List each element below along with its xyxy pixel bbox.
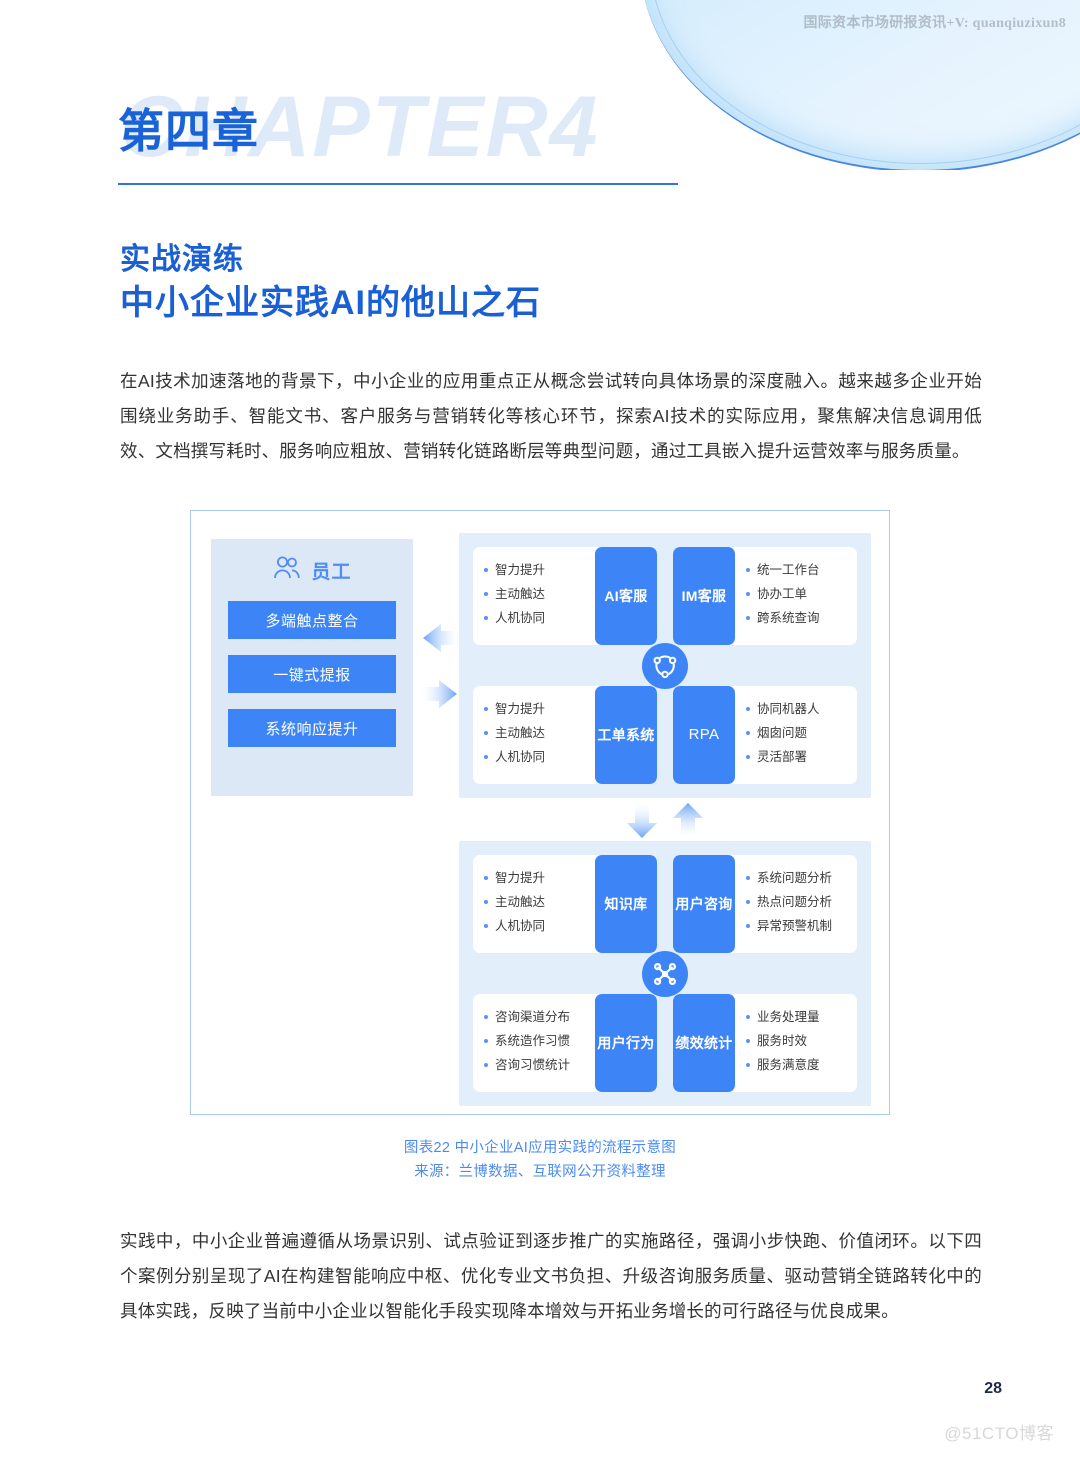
bullet-item: 异常预警机制	[745, 914, 851, 938]
flow-diagram: 员工 多端触点整合 一键式提报 系统响应提升	[191, 511, 891, 1116]
bullet-item: 主动触达	[483, 721, 589, 745]
group-a-row-bottom: 智力提升 主动触达 人机协同 工单系统 RPA 协同机器人 烟囱问题 灵活部署	[473, 686, 857, 784]
bullet-item: 智力提升	[483, 558, 589, 582]
figure-container: 员工 多端触点整合 一键式提报 系统响应提升	[190, 510, 890, 1115]
bullet-item: 烟囱问题	[745, 721, 851, 745]
card-tile-label: AI客服	[595, 547, 657, 645]
group-a-row-top: 智力提升 主动触达 人机协同 AI客服 IM客服 统一工作台 协办工单 跨系统查…	[473, 547, 857, 645]
bullet-item: 服务时效	[745, 1029, 851, 1053]
bullet-item: 智力提升	[483, 866, 589, 890]
group-b-row-bottom: 咨询渠道分布 系统造作习惯 咨询习惯统计 用户行为 绩效统计 业务处理量 服务时…	[473, 994, 857, 1092]
card-bullets: 业务处理量 服务时效 服务满意度	[735, 994, 857, 1092]
card-ai-service[interactable]: 智力提升 主动触达 人机协同 AI客服	[473, 547, 657, 645]
chapter-label: 第四章	[118, 105, 259, 157]
bullet-item: 主动触达	[483, 890, 589, 914]
left-exchange-arrows	[417, 619, 463, 723]
bullet-item: 人机协同	[483, 745, 589, 769]
figure-caption-title: 图表22 中小企业AI应用实践的流程示意图	[403, 1140, 677, 1156]
employee-button-0[interactable]: 多端触点整合	[228, 601, 396, 639]
chapter-header: CHAPTER4 第四章	[118, 79, 678, 196]
bullet-item: 协同机器人	[745, 697, 851, 721]
vertical-flow-arrows	[609, 801, 721, 841]
card-tile-label: RPA	[673, 686, 735, 784]
card-ticket-system[interactable]: 智力提升 主动触达 人机协同 工单系统	[473, 686, 657, 784]
share-nodes-icon	[642, 643, 688, 689]
arrow-left-icon	[423, 624, 459, 652]
card-rpa[interactable]: RPA 协同机器人 烟囱问题 灵活部署	[673, 686, 857, 784]
bullet-item: 跨系统查询	[745, 606, 851, 630]
arrow-right-icon	[421, 680, 457, 708]
chapter-divider	[118, 183, 678, 185]
bullet-item: 智力提升	[483, 697, 589, 721]
intro-paragraph: 在AI技术加速落地的背景下，中小企业的应用重点正从概念尝试转向具体场景的深度融入…	[120, 371, 982, 461]
chapter-ghost-text: CHAPTER4	[120, 79, 600, 175]
bullet-item: 业务处理量	[745, 1005, 851, 1029]
bullet-item: 人机协同	[483, 606, 589, 630]
group-panel-b: 智力提升 主动触达 人机协同 知识库 用户咨询 系统问题分析 热点问题分析 异常…	[459, 841, 871, 1106]
group-panel-a: 智力提升 主动触达 人机协同 AI客服 IM客服 统一工作台 协办工单 跨系统查…	[459, 533, 871, 798]
watermark-top: 国际资本市场研报资讯+V: quanqiuzixun8	[803, 16, 1066, 31]
bullet-item: 协办工单	[745, 582, 851, 606]
card-user-behavior[interactable]: 咨询渠道分布 系统造作习惯 咨询习惯统计 用户行为	[473, 994, 657, 1092]
card-bullets: 咨询渠道分布 系统造作习惯 咨询习惯统计	[473, 994, 595, 1092]
outro-paragraph: 实践中，中小企业普遍遵循从场景识别、试点验证到逐步推广的实施路径，强调小步快跑、…	[120, 1231, 982, 1321]
bullet-item: 服务满意度	[745, 1053, 851, 1077]
card-tile-label: 用户咨询	[673, 855, 735, 953]
card-tile-label: 工单系统	[595, 686, 657, 784]
employee-panel: 员工 多端触点整合 一键式提报 系统响应提升	[211, 539, 413, 796]
bullet-item: 人机协同	[483, 914, 589, 938]
card-tile-label: 知识库	[595, 855, 657, 953]
figure-caption-source: 来源：兰博数据、互联网公开资料整理	[414, 1164, 666, 1180]
card-tile-label: 用户行为	[595, 994, 657, 1092]
card-bullets: 智力提升 主动触达 人机协同	[473, 855, 595, 953]
card-performance-stats[interactable]: 绩效统计 业务处理量 服务时效 服务满意度	[673, 994, 857, 1092]
bullet-item: 统一工作台	[745, 558, 851, 582]
card-im-service[interactable]: IM客服 统一工作台 协办工单 跨系统查询	[673, 547, 857, 645]
card-knowledge-base[interactable]: 智力提升 主动触达 人机协同 知识库	[473, 855, 657, 953]
bullet-item: 系统问题分析	[745, 866, 851, 890]
card-tile-label: 绩效统计	[673, 994, 735, 1092]
group-b-row-top: 智力提升 主动触达 人机协同 知识库 用户咨询 系统问题分析 热点问题分析 异常…	[473, 855, 857, 953]
people-icon	[272, 555, 302, 586]
watermark-bottom: @51CTO博客	[944, 1424, 1054, 1443]
employee-header: 员工	[211, 539, 413, 601]
arrow-down-icon	[627, 803, 657, 838]
card-user-consultation[interactable]: 用户咨询 系统问题分析 热点问题分析 异常预警机制	[673, 855, 857, 953]
bullet-item: 热点问题分析	[745, 890, 851, 914]
page-title-line1: 实战演练	[120, 243, 244, 276]
bullet-item: 主动触达	[483, 582, 589, 606]
employee-button-1[interactable]: 一键式提报	[228, 655, 396, 693]
bullet-item: 咨询渠道分布	[483, 1005, 589, 1029]
card-tile-label: IM客服	[673, 547, 735, 645]
figure-caption: 图表22 中小企业AI应用实践的流程示意图 来源：兰博数据、互联网公开资料整理	[190, 1136, 890, 1184]
page-title: 实战演练 中小企业实践AI的他山之石	[120, 240, 541, 326]
card-bullets: 统一工作台 协办工单 跨系统查询	[735, 547, 857, 645]
page-title-line2: 中小企业实践AI的他山之石	[120, 283, 541, 322]
card-bullets: 智力提升 主动触达 人机协同	[473, 686, 595, 784]
bullet-item: 咨询习惯统计	[483, 1053, 589, 1077]
card-bullets: 智力提升 主动触达 人机协同	[473, 547, 595, 645]
arrow-up-icon	[673, 803, 703, 838]
employee-label: 员工	[311, 561, 352, 583]
employee-button-2[interactable]: 系统响应提升	[228, 709, 396, 747]
page-number: 28	[984, 1380, 1002, 1397]
card-bullets: 协同机器人 烟囱问题 灵活部署	[735, 686, 857, 784]
bullet-item: 系统造作习惯	[483, 1029, 589, 1053]
hub-nodes-icon	[642, 951, 688, 997]
card-bullets: 系统问题分析 热点问题分析 异常预警机制	[735, 855, 857, 953]
bullet-item: 灵活部署	[745, 745, 851, 769]
